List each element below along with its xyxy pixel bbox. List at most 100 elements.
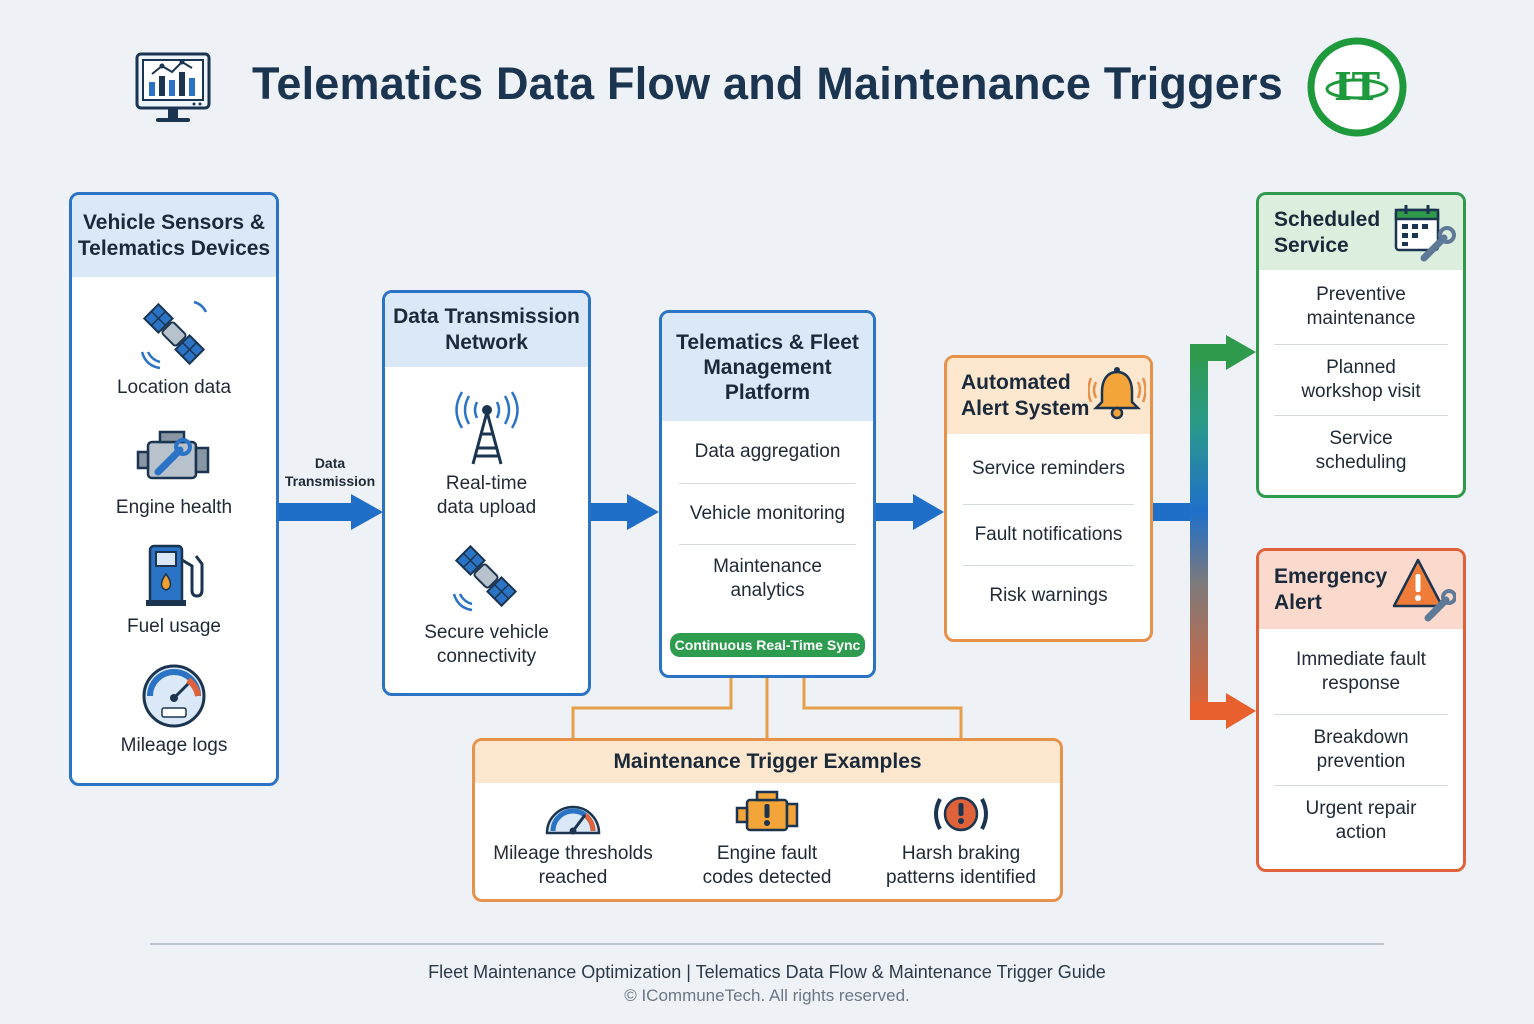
engine-fault-label: Engine fault codes detected <box>672 842 862 890</box>
alert-item-label: Risk warnings <box>989 585 1108 606</box>
mileage-thresholds-label: Mileage thresholds reached <box>478 842 668 890</box>
vehicle-sensors-header: Vehicle Sensors & Telematics Devices <box>72 195 276 277</box>
platform-title-line1: Telematics & Fleet <box>676 330 859 354</box>
scheduled-item-service-scheduling: Service scheduling <box>1274 416 1448 486</box>
dashboard-monitor-icon <box>134 52 212 133</box>
location-data-label: Location data <box>116 377 232 398</box>
platform-title-line2: Management <box>703 355 832 379</box>
footer-divider <box>150 943 1384 945</box>
trigger-label-line1: Engine fault <box>716 843 818 864</box>
divider <box>1274 415 1448 416</box>
platform-header: Telematics & Fleet Management Platform <box>662 313 873 421</box>
real-time-sync-badge: Continuous Real-Time Sync <box>670 633 865 657</box>
emergency-item-line1: Urgent repair <box>1305 798 1417 819</box>
alerts-title-line1: Automated <box>961 371 1071 394</box>
satellite-icon <box>450 540 522 617</box>
data-transmission-label-line2: Transmission <box>284 473 376 489</box>
alert-item-risk-warnings: Risk warnings <box>963 566 1134 626</box>
real-time-upload-line1: Real-time <box>445 473 528 494</box>
scheduled-title-line2: Service <box>1274 233 1349 257</box>
emergency-item-line1: Breakdown <box>1313 727 1409 748</box>
alert-item-service-reminders: Service reminders <box>963 434 1134 504</box>
emergency-item-line1: Immediate fault <box>1296 648 1426 670</box>
platform-item-data-aggregation: Data aggregation <box>679 421 856 483</box>
connector-platform-to-triggers <box>571 678 963 740</box>
alerts-title-line2: Alert System <box>961 397 1090 420</box>
emergency-item-urgent-repair-action: Urgent repair action <box>1274 786 1448 856</box>
data-transmission-label-line1: Data <box>314 455 346 471</box>
real-time-upload-line2: data upload <box>436 497 537 518</box>
trigger-label-line2: patterns identified <box>886 867 1036 888</box>
harsh-braking-label: Harsh braking patterns identified <box>862 842 1060 890</box>
divider <box>1274 785 1448 786</box>
data-transmission-network-card: Data Transmission Network <box>382 290 591 696</box>
radio-tower-icon <box>455 390 519 471</box>
emergency-item-line2: response <box>1321 672 1401 694</box>
emergency-item-immediate-fault-response: Immediate fault response <box>1274 629 1448 714</box>
mileage-logs-label: Mileage logs <box>120 735 228 756</box>
arrow-platform-to-alerts <box>875 494 944 530</box>
speedometer-icon <box>543 789 603 842</box>
trigger-label-line2: codes detected <box>702 867 832 888</box>
divider <box>679 544 856 545</box>
arrow-network-to-platform <box>591 494 659 530</box>
trigger-label-line1: Harsh braking <box>901 843 1021 864</box>
divider <box>963 565 1134 566</box>
vehicle-sensors-title-line1: Vehicle Sensors & <box>82 211 266 234</box>
satellite-icon <box>138 298 210 375</box>
arrow-sensors-to-network <box>279 494 383 530</box>
footer-copyright: © ICommuneTech. All rights reserved. <box>624 986 910 1005</box>
platform-item-label: Data aggregation <box>694 441 841 462</box>
emergency-item-line2: action <box>1335 822 1387 843</box>
scheduled-item-line2: maintenance <box>1306 308 1416 329</box>
emergency-item-line2: prevention <box>1316 751 1406 772</box>
footer-caption: Fleet Maintenance Optimization | Telemat… <box>428 962 1106 982</box>
alert-item-label: Service reminders <box>971 458 1126 479</box>
platform-item-vehicle-monitoring: Vehicle monitoring <box>679 484 856 544</box>
svg-text:IT: IT <box>1334 64 1380 109</box>
platform-item-label-line1: Maintenance <box>713 556 822 577</box>
emergency-title-line2: Alert <box>1274 591 1322 614</box>
real-time-upload-label: Real-time data upload <box>385 472 588 520</box>
scheduled-item-line1: Service <box>1329 428 1393 449</box>
page-title: Telematics Data Flow and Maintenance Tri… <box>252 58 1283 109</box>
network-title-line2: Network <box>445 331 528 354</box>
secure-connectivity-label: Secure vehicle connectivity <box>385 621 588 669</box>
odometer-icon <box>138 662 210 733</box>
platform-item-maintenance-analytics: Maintenance analytics <box>679 545 856 613</box>
divider <box>679 483 856 484</box>
divider <box>1274 344 1448 345</box>
platform-title-line3: Platform <box>724 380 811 404</box>
arrow-alerts-to-branch <box>1152 335 1256 729</box>
scheduled-item-planned-workshop-visit: Planned workshop visit <box>1274 345 1448 415</box>
emergency-title-line1: Emergency <box>1274 565 1388 588</box>
scheduled-item-line2: scheduling <box>1315 452 1407 473</box>
emergency-item-breakdown-prevention: Breakdown prevention <box>1274 715 1448 785</box>
secure-connectivity-line2: connectivity <box>436 646 537 667</box>
calendar-wrench-icon <box>1392 202 1456 269</box>
company-logo: IT <box>1306 36 1408 143</box>
platform-item-label-line2: analytics <box>730 580 805 601</box>
scheduled-title-line1: Scheduled <box>1274 207 1381 231</box>
fuel-usage-label: Fuel usage <box>126 616 221 637</box>
scheduled-item-preventive-maintenance: Preventive maintenance <box>1274 270 1448 344</box>
bell-icon <box>1087 364 1147 427</box>
warning-wrench-icon <box>1392 556 1457 627</box>
divider <box>963 504 1134 505</box>
alert-item-fault-notifications: Fault notifications <box>963 505 1134 565</box>
triggers-header: Maintenance Trigger Examples <box>475 741 1060 783</box>
platform-item-label: Vehicle monitoring <box>689 503 846 524</box>
engine-icon <box>136 428 212 495</box>
engine-warning-icon <box>735 790 801 843</box>
vehicle-sensors-title-line2: Telematics Devices <box>77 237 271 260</box>
network-header: Data Transmission Network <box>385 293 588 367</box>
scheduled-item-line2: workshop visit <box>1301 381 1421 402</box>
alert-item-label: Fault notifications <box>974 524 1123 545</box>
divider <box>1274 714 1448 715</box>
engine-health-label: Engine health <box>115 497 233 518</box>
brake-warning-icon <box>930 789 992 844</box>
trigger-label-line2: reached <box>538 867 608 888</box>
secure-connectivity-line1: Secure vehicle <box>424 622 549 643</box>
fleet-management-platform-card: Telematics & Fleet Management Platform D… <box>659 310 876 678</box>
